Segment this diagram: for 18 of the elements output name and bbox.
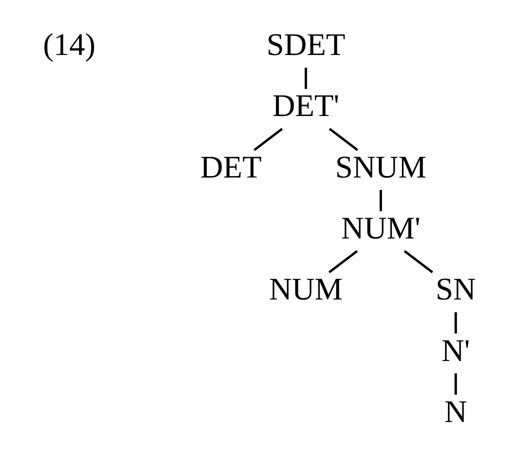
connector [454, 372, 457, 394]
connector [304, 67, 308, 88]
connector [404, 250, 434, 273]
label: (14) [42, 26, 96, 62]
node-text: DET' [272, 88, 340, 123]
node-text: NUM [269, 271, 343, 306]
connector [380, 189, 382, 211]
node-text: N [444, 393, 468, 428]
node-text: SN [436, 271, 476, 306]
connector [328, 127, 358, 151]
connector [454, 312, 457, 333]
node-text: SNUM [335, 148, 426, 184]
node-text: DET [200, 148, 262, 184]
connector [254, 127, 283, 151]
node-text: NUM' [341, 210, 420, 245]
node-text: SDET [266, 26, 346, 62]
connector [328, 250, 358, 273]
node-text: N' [442, 332, 470, 368]
